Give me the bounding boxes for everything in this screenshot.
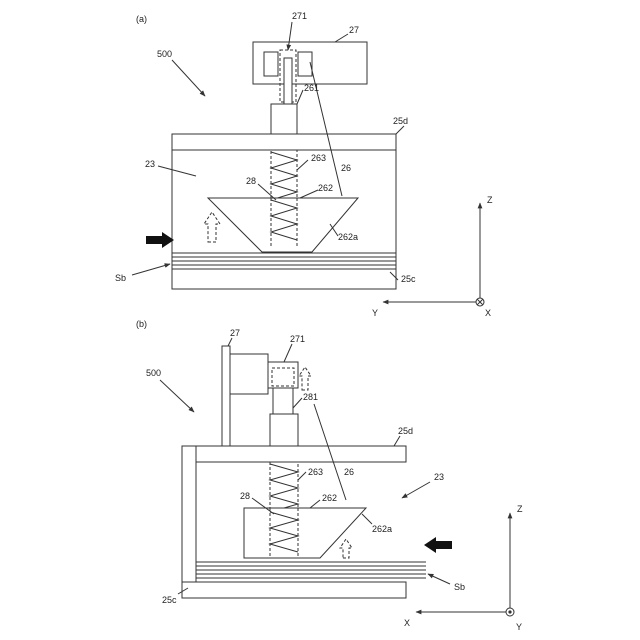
panel-a: (a) [115, 11, 493, 318]
label-25d-a: 25d [393, 116, 408, 126]
label-262a-b: 262a [372, 524, 392, 534]
unit-27-plate-b [222, 346, 230, 446]
label-23-b: 23 [434, 472, 444, 482]
leader-27 [335, 34, 348, 42]
insert-arrow-a [146, 232, 174, 248]
lift-arrow-b [340, 539, 352, 558]
sheet-stack-b [196, 562, 426, 578]
leader-sb-b [428, 574, 450, 584]
label-sb-a: Sb [115, 273, 126, 283]
leader-271-b [284, 344, 292, 362]
leader-23-b [402, 482, 430, 498]
unit-27-left-coil [264, 52, 278, 76]
leader-500-a [172, 60, 205, 96]
label-281: 281 [303, 392, 318, 402]
leader-263-b [298, 472, 306, 480]
leader-262-b [310, 500, 320, 508]
label-23-a: 23 [145, 159, 155, 169]
panel-b: (b) [136, 319, 523, 632]
panel-b-caption: (b) [136, 319, 147, 329]
rod-261 [271, 104, 297, 134]
rod-281 [273, 388, 293, 414]
axis-b-y: Y [516, 622, 522, 632]
axis-a-y: Y [372, 308, 378, 318]
unit-27-box-b [230, 354, 268, 394]
label-263-a: 263 [311, 153, 326, 163]
leader-262a-b [362, 514, 372, 524]
axis-a-x: X [485, 308, 491, 318]
unit-271-core [284, 58, 292, 104]
label-26-b: 26 [344, 467, 354, 477]
axis-b-x: X [404, 618, 410, 628]
label-28-a: 28 [246, 176, 256, 186]
label-26-a: 26 [341, 163, 351, 173]
label-25c-a: 25c [401, 274, 416, 284]
leader-27-b [228, 338, 232, 346]
label-25d-b: 25d [398, 426, 413, 436]
top-plate-25d-b [196, 446, 406, 462]
label-sb-b: Sb [454, 582, 465, 592]
leader-25d-b [394, 436, 400, 446]
leader-25d [396, 126, 404, 134]
rod-281-lower [270, 414, 298, 446]
leader-281 [293, 398, 302, 408]
label-271-b: 271 [290, 334, 305, 344]
panel-a-caption: (a) [136, 14, 147, 24]
leader-500-b [160, 380, 194, 412]
label-27-b: 27 [230, 328, 240, 338]
label-27-a: 27 [349, 25, 359, 35]
label-25c-b: 25c [162, 595, 177, 605]
leader-sb-a [132, 264, 170, 275]
insert-arrow-b [424, 537, 452, 553]
label-262-a: 262 [318, 183, 333, 193]
label-262-b: 262 [322, 493, 337, 503]
bottom-plate-25c-b [182, 582, 406, 598]
label-271-a: 271 [292, 11, 307, 21]
label-500-b: 500 [146, 368, 161, 378]
unit-27-right-coil [298, 52, 312, 76]
leader-261 [297, 90, 303, 104]
label-262a-a: 262a [338, 232, 358, 242]
axis-b-z: Z [517, 504, 523, 514]
label-261: 261 [304, 83, 319, 93]
pusher-262-b [244, 508, 366, 558]
label-500-a: 500 [157, 49, 172, 59]
label-263-b: 263 [308, 467, 323, 477]
label-28-b: 28 [240, 491, 250, 501]
axis-a-z: Z [487, 195, 493, 205]
lift-arrow-b-top [299, 367, 311, 390]
axes-b: Z X Y [404, 504, 523, 632]
